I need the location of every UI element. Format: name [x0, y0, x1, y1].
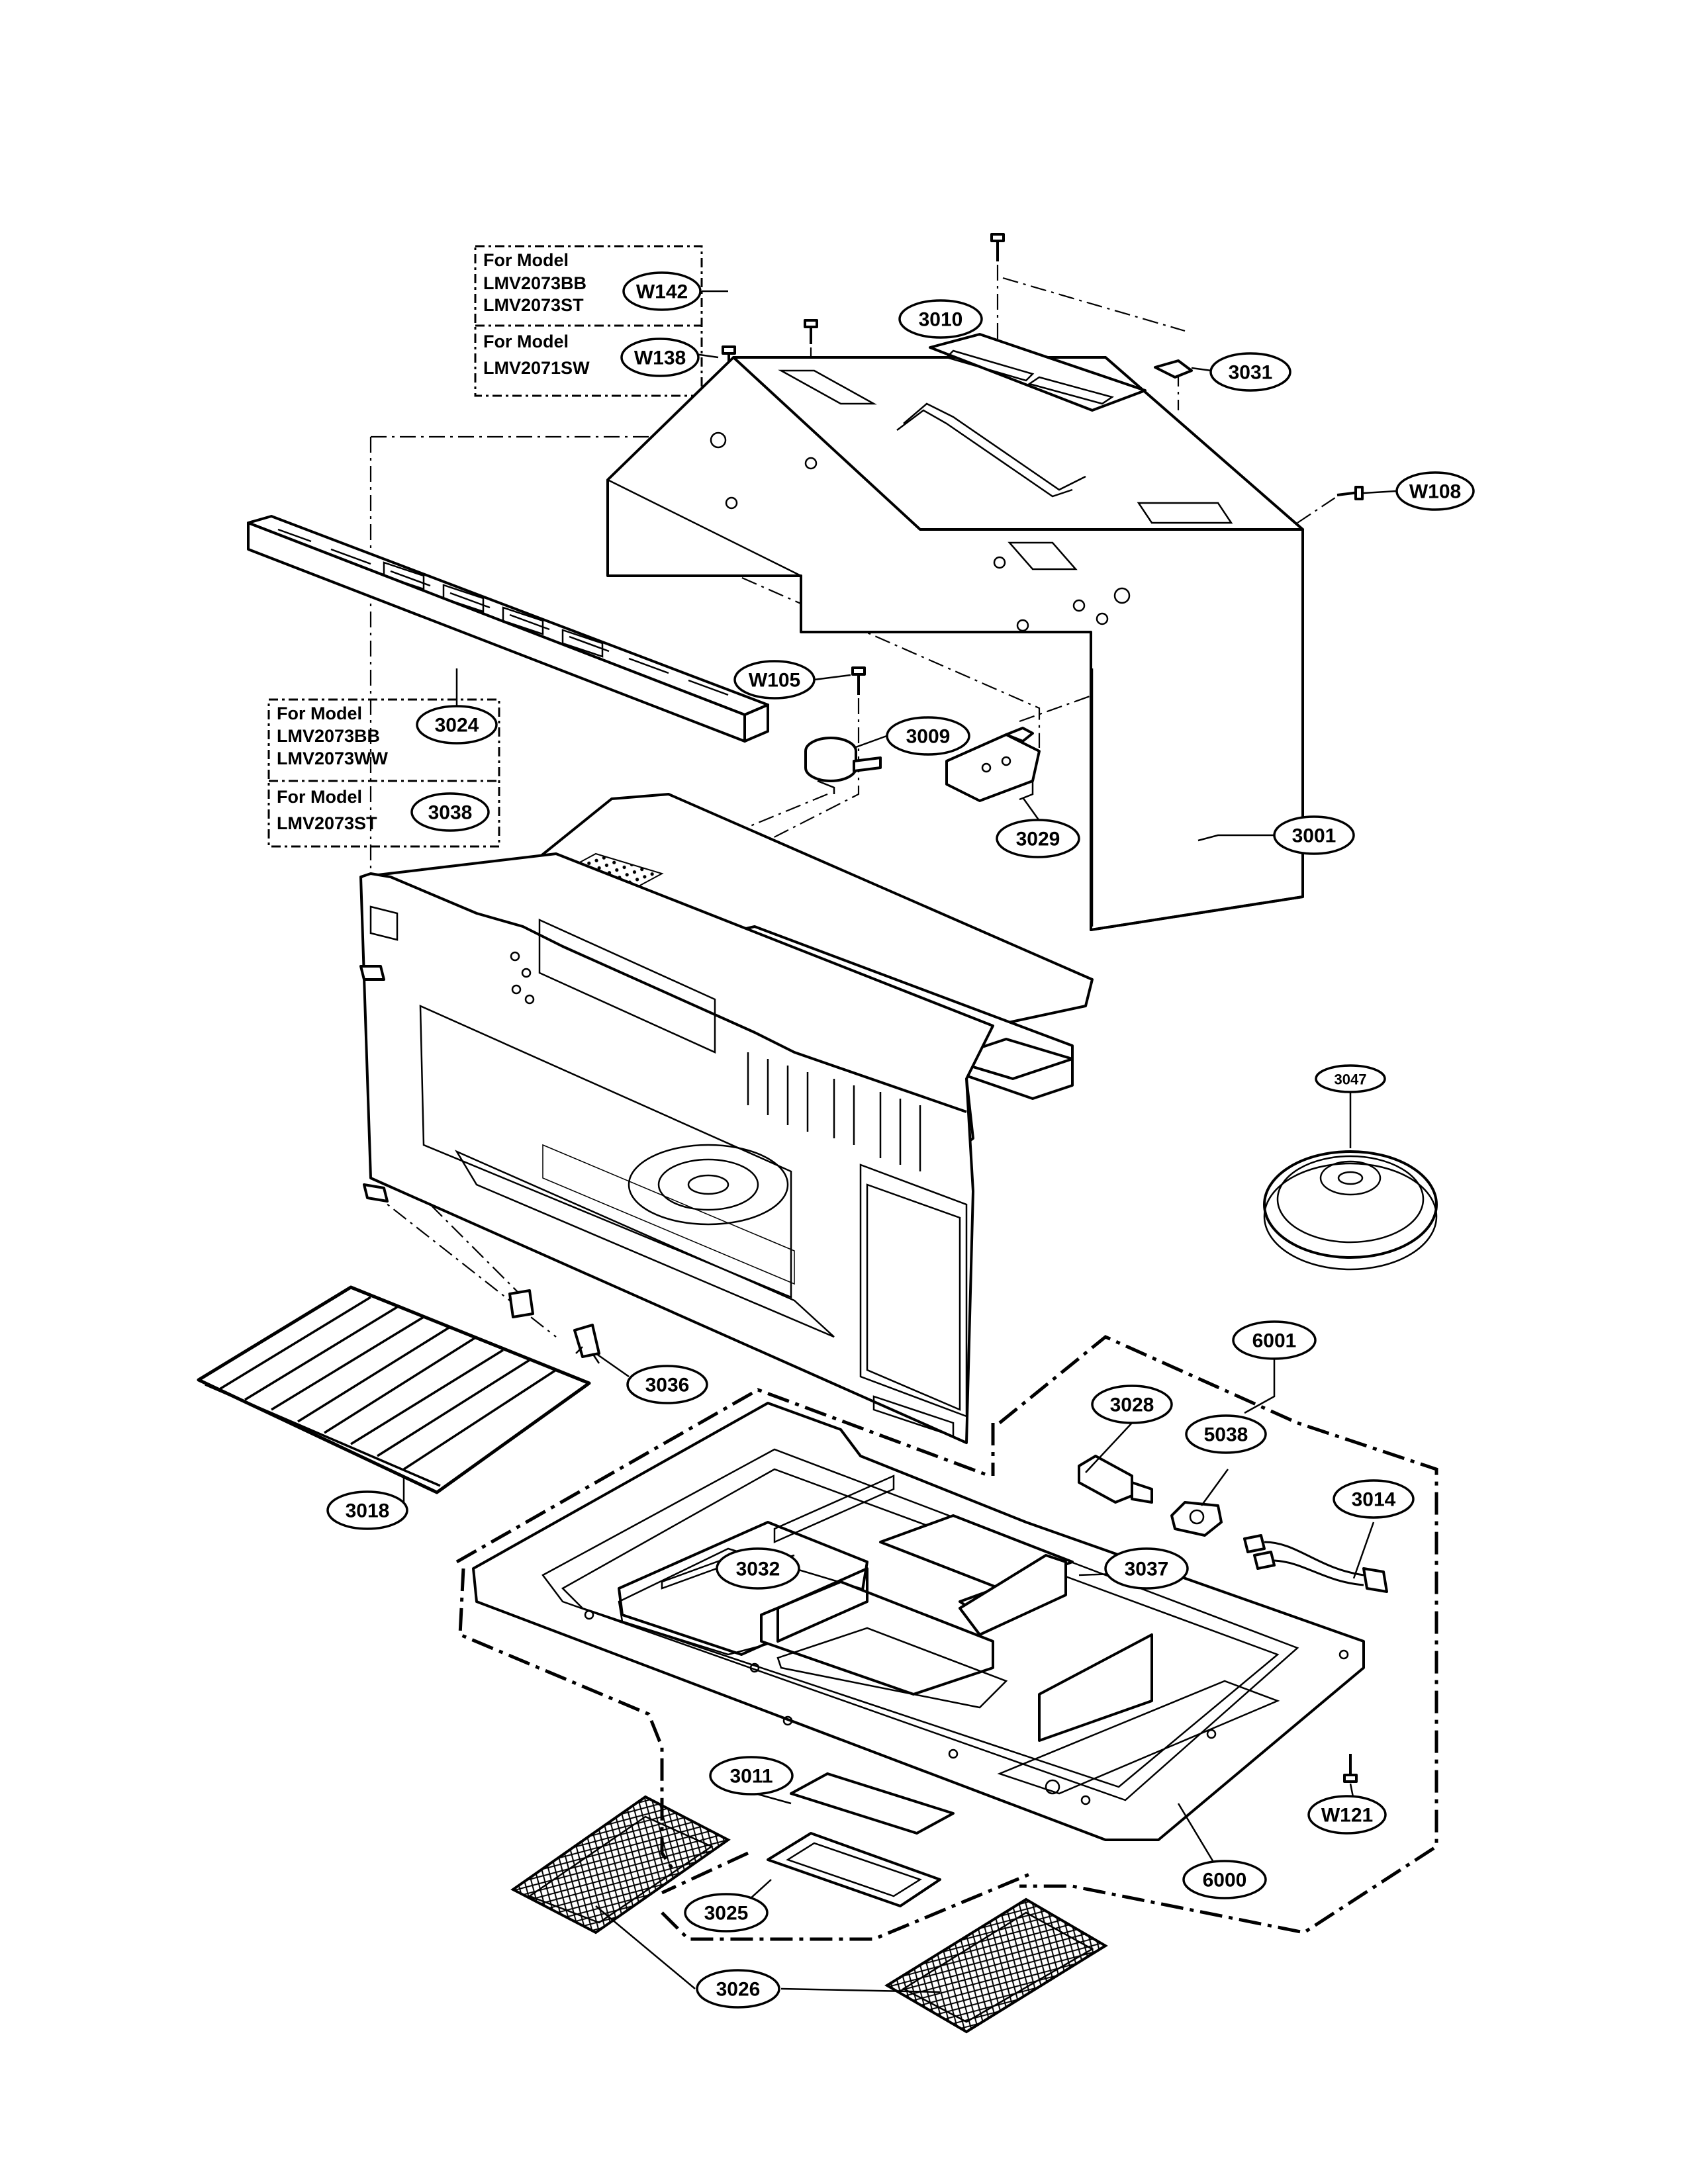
callout-label-3010: 3010	[919, 309, 963, 331]
callout-label-3024: 3024	[435, 715, 479, 737]
callout-label-3018: 3018	[346, 1500, 390, 1522]
callout-label-3047: 3047	[1335, 1071, 1367, 1088]
callout-label-3038: 3038	[428, 802, 473, 824]
model-box-top-heading-1: For Model	[483, 250, 569, 270]
model-box-left-heading-1: For Model	[277, 704, 362, 723]
balloon-6000	[1182, 1860, 1267, 1899]
group-6001-outline	[991, 1335, 1438, 1934]
callout-label-3028: 3028	[1110, 1394, 1154, 1416]
part-3010-top-bracket	[896, 333, 1147, 498]
balloon-3014	[1333, 1479, 1415, 1519]
model-box-left-model-3: LMV2073ST	[277, 813, 377, 833]
part-3026-grease-filter-left	[510, 1795, 731, 1934]
balloon-3011	[709, 1756, 794, 1796]
part-3024-vent-grille	[247, 515, 769, 743]
callout-balloons	[326, 271, 1475, 2009]
balloon-3001	[1273, 815, 1355, 855]
balloon-3025	[684, 1893, 769, 1933]
part-3037-guide	[959, 1554, 1067, 1636]
model-box-left: For Model LMV2073BB LMV2073WW For Model …	[267, 698, 500, 848]
part-6000-base-plate	[472, 1402, 1365, 1841]
callout-label-3032: 3032	[736, 1559, 780, 1580]
callout-label-6001: 6001	[1252, 1330, 1297, 1352]
part-3001-outer-case	[606, 356, 1304, 931]
callout-label-3029: 3029	[1016, 829, 1060, 850]
callout-label-w108: W108	[1409, 481, 1461, 503]
callout-label-3026: 3026	[716, 1979, 761, 2001]
balloon-3024	[416, 705, 498, 745]
model-box-top-heading-2: For Model	[483, 332, 569, 351]
part-3047-turntable	[1263, 1150, 1438, 1271]
balloon-3026	[696, 1969, 780, 2009]
part-3028-lamp	[1078, 1455, 1153, 1504]
balloon-3032	[716, 1547, 800, 1590]
screw-top-left	[804, 319, 818, 344]
callout-label-w121: W121	[1321, 1805, 1373, 1827]
balloon-3010	[898, 299, 983, 339]
part-3011-filter	[790, 1772, 955, 1835]
part-3014-wire-harness	[1243, 1534, 1388, 1593]
model-box-top-model-3: LMV2071SW	[483, 358, 590, 378]
model-box-top-model-1: LMV2073BB	[483, 273, 586, 293]
callout-label-3014: 3014	[1352, 1489, 1396, 1511]
screw-w108	[1336, 486, 1364, 500]
group-6000-outline	[455, 1388, 1033, 1941]
balloon-3029	[996, 819, 1080, 858]
callout-label-3031: 3031	[1229, 362, 1273, 384]
screw-w142	[990, 233, 1005, 261]
callout-labels: W142 W138 3010 3031 W108 W105 3009 3024 …	[346, 281, 1462, 2001]
chassis-cavity	[359, 793, 1094, 1444]
part-3031-clip	[1154, 359, 1193, 379]
balloon-w105	[733, 660, 816, 700]
callout-label-3037: 3037	[1125, 1559, 1169, 1580]
part-3032-bracket	[776, 1567, 868, 1643]
model-box-left-heading-2: For Model	[277, 787, 362, 807]
callout-label-3001: 3001	[1292, 825, 1336, 847]
part-3029-bracket	[945, 727, 1041, 802]
balloon-3047	[1315, 1064, 1386, 1093]
callout-label-5038: 5038	[1204, 1424, 1248, 1446]
balloon-3009	[886, 716, 970, 756]
callout-label-3036: 3036	[645, 1375, 690, 1396]
part-3026-grease-filter-right	[884, 1897, 1108, 2034]
model-box-left-model-1: LMV2073BB	[277, 726, 380, 746]
balloon-w108	[1395, 471, 1475, 511]
balloon-6001	[1232, 1320, 1317, 1360]
balloon-3037	[1104, 1547, 1189, 1590]
balloon-3028	[1091, 1385, 1173, 1424]
part-5038-thermostat	[1170, 1501, 1223, 1537]
part-3018-rack	[197, 1285, 591, 1494]
balloon-w138	[620, 338, 700, 377]
callout-label-3011: 3011	[729, 1766, 773, 1788]
part-3036-latch	[508, 1289, 600, 1364]
balloon-w142	[622, 271, 702, 311]
callout-label-3009: 3009	[906, 726, 951, 748]
callout-label-3025: 3025	[704, 1903, 749, 1925]
balloon-3031	[1209, 352, 1291, 392]
balloon-3036	[626, 1365, 708, 1404]
part-3025-filter-frame	[767, 1832, 941, 1907]
callout-label-6000: 6000	[1203, 1870, 1247, 1891]
balloon-3018	[326, 1490, 408, 1530]
model-box-top: For Model LMV2073BB LMV2073ST For Model …	[474, 245, 703, 397]
screw-w105	[851, 666, 866, 695]
balloon-w121	[1307, 1795, 1387, 1835]
balloon-3038	[410, 792, 490, 832]
balloon-5038	[1185, 1414, 1267, 1454]
callout-label-w138: W138	[634, 347, 686, 369]
part-3009-motor	[804, 737, 882, 794]
callout-label-w105: W105	[749, 670, 800, 692]
model-box-left-model-2: LMV2073WW	[277, 749, 389, 768]
model-box-top-model-2: LMV2073ST	[483, 295, 584, 315]
callout-label-w142: W142	[636, 281, 688, 303]
screw-w121	[1343, 1754, 1358, 1783]
